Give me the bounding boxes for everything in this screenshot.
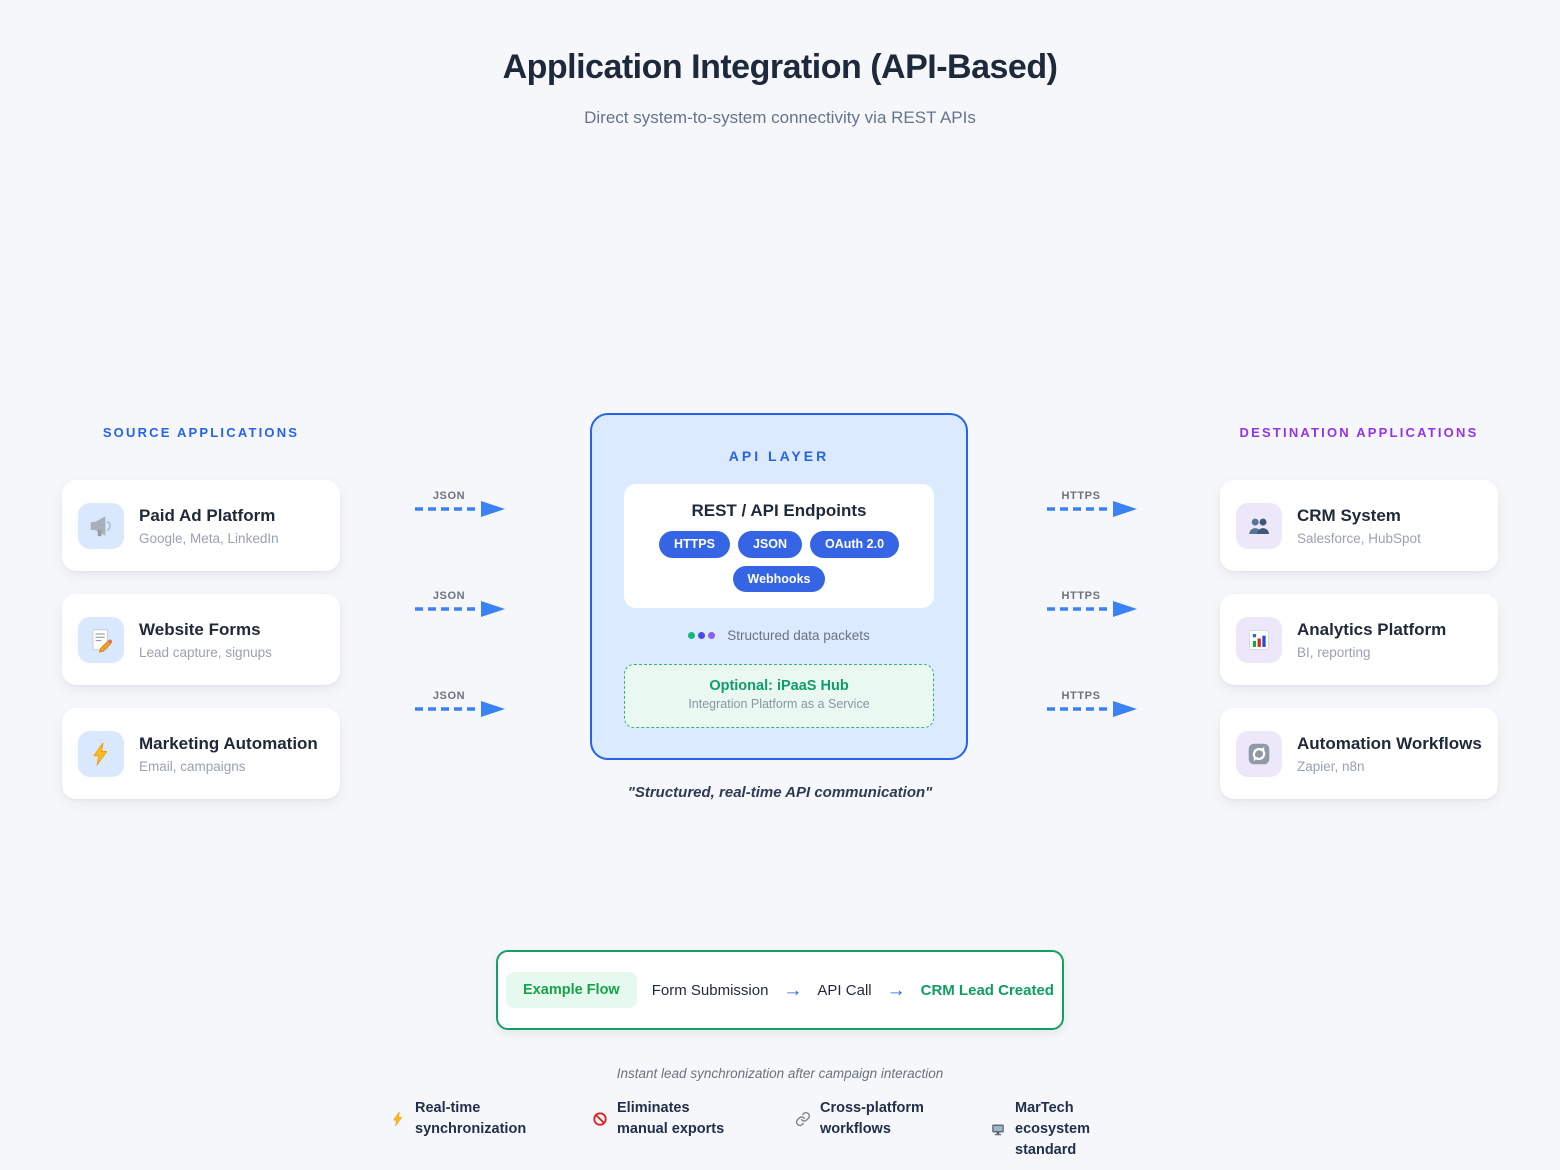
card-title: Paid Ad Platform	[139, 506, 276, 526]
dashed-arrow-icon	[415, 501, 505, 517]
flow-label-json: JSON	[432, 490, 466, 502]
flow-label-json: JSON	[432, 590, 466, 602]
rest-endpoints-card: REST / API Endpoints HTTPS JSON OAuth 2.…	[624, 484, 934, 608]
right-arrow-icon: →	[886, 979, 906, 1001]
packets-label: Structured data packets	[727, 628, 870, 643]
dashed-arrow-icon	[1047, 601, 1137, 617]
link-icon	[795, 1111, 811, 1127]
source-card-marketing-automation: Marketing Automation Email, campaigns	[62, 708, 340, 799]
megaphone-icon	[78, 502, 124, 549]
benefit-item-no-exports: Eliminates manual exports	[592, 1098, 740, 1140]
benefit-label: Real-time synchronization	[415, 1100, 527, 1137]
flow-step-crm-lead-created: CRM Lead Created	[920, 981, 1054, 999]
destination-column-label: DESTINATION APPLICATIONS	[1239, 425, 1479, 440]
flow-step-form-submission: Form Submission	[651, 981, 769, 999]
flow-label-json: JSON	[432, 690, 466, 702]
benefit-label: MarTech ecosystem standard	[1015, 1100, 1090, 1158]
source-card-website-forms: Website Forms Lead capture, signups	[62, 594, 340, 685]
ipaas-hub-box: Optional: iPaaS Hub Integration Platform…	[624, 664, 934, 728]
lightning-icon	[78, 730, 124, 777]
flow-label-https: HTTPS	[1061, 590, 1101, 602]
benefit-item-martech-standard: MarTech ecosystem standard	[990, 1098, 1148, 1161]
source-column-label: SOURCE APPLICATIONS	[102, 425, 300, 440]
bolt-icon	[390, 1111, 406, 1127]
flow-step-api-call: API Call	[817, 981, 872, 999]
ipaas-subtitle: Integration Platform as a Service	[688, 697, 870, 711]
card-title: CRM System	[1297, 506, 1401, 526]
card-title: Website Forms	[139, 620, 261, 640]
flow-label-https: HTTPS	[1061, 490, 1101, 502]
card-subtitle: BI, reporting	[1297, 644, 1371, 660]
dashed-arrow-icon	[415, 601, 505, 617]
card-subtitle: Email, campaigns	[139, 758, 246, 774]
card-title: Analytics Platform	[1297, 620, 1447, 640]
bottom-caption: Instant lead synchronization after campa…	[616, 1066, 944, 1081]
destination-card-analytics-platform: Analytics Platform BI, reporting	[1220, 594, 1498, 685]
sync-icon	[1236, 730, 1282, 777]
endpoints-title: REST / API Endpoints	[691, 501, 867, 520]
card-title: Marketing Automation	[139, 734, 318, 754]
card-title: Automation Workflows	[1297, 734, 1482, 754]
card-subtitle: Lead capture, signups	[139, 644, 272, 660]
example-flow-badge: Example Flow	[506, 972, 637, 1008]
structured-packets-row: Structured data packets	[590, 628, 968, 643]
bar-chart-icon	[1236, 616, 1282, 663]
benefit-label: Cross-platform workflows	[820, 1100, 924, 1137]
example-flow-box: Example Flow Form Submission → API Call …	[496, 950, 1064, 1030]
benefit-label: Eliminates manual exports	[617, 1100, 725, 1137]
api-layer-label: API LAYER	[728, 448, 830, 464]
source-card-paid-ad-platform: Paid Ad Platform Google, Meta, LinkedIn	[62, 480, 340, 571]
dashed-arrow-icon	[1047, 701, 1137, 717]
protocol-pill: Webhooks	[732, 565, 826, 592]
destination-card-crm-system: CRM System Salesforce, HubSpot	[1220, 480, 1498, 571]
benefit-item-cross-platform: Cross-platform workflows	[795, 1098, 925, 1140]
page-subtitle: Direct system-to-system connectivity via…	[584, 108, 976, 127]
ipaas-title: Optional: iPaaS Hub	[709, 678, 849, 694]
card-subtitle: Salesforce, HubSpot	[1297, 530, 1421, 546]
protocol-pill: JSON	[737, 531, 802, 558]
memo-icon	[78, 616, 124, 663]
destination-card-automation-workflows: Automation Workflows Zapier, n8n	[1220, 708, 1498, 799]
protocol-pill: HTTPS	[658, 531, 730, 558]
data-packet-dots-icon	[688, 632, 716, 639]
protocol-pill: OAuth 2.0	[809, 531, 900, 558]
right-arrow-icon: →	[783, 979, 803, 1001]
people-icon	[1236, 502, 1282, 549]
flow-label-https: HTTPS	[1061, 690, 1101, 702]
page-title: Application Integration (API-Based)	[502, 48, 1058, 86]
benefit-item-realtime: Real-time synchronization	[390, 1098, 526, 1140]
dashed-arrow-icon	[415, 701, 505, 717]
card-subtitle: Google, Meta, LinkedIn	[139, 530, 279, 546]
no-entry-icon	[592, 1111, 608, 1127]
card-subtitle: Zapier, n8n	[1297, 758, 1365, 774]
computer-icon	[990, 1122, 1006, 1138]
dashed-arrow-icon	[1047, 501, 1137, 517]
api-quote: "Structured, real-time API communication…	[627, 784, 933, 801]
